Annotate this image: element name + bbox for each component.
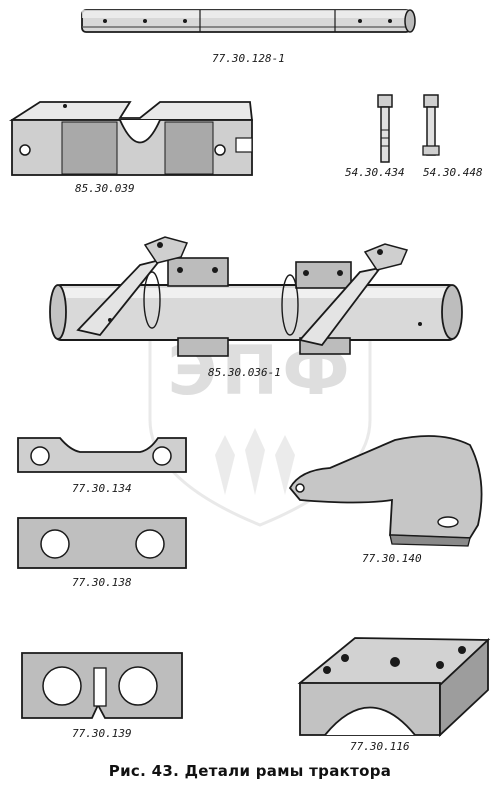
figure-caption: Рис. 43. Детали рамы трактора	[108, 762, 392, 780]
plate-c-part	[21, 652, 183, 719]
bracket-label: 77.30.140	[362, 552, 422, 565]
plate-a-label: 77.30.134	[72, 482, 132, 495]
clamp-block-label: 85.30.039	[75, 182, 135, 195]
rod-part	[81, 9, 416, 33]
plate-b-label: 77.30.138	[72, 576, 132, 589]
saddle-block-part	[297, 637, 491, 738]
plate-b-part	[17, 517, 187, 569]
saddle-block-label: 77.30.116	[350, 740, 410, 753]
clamp-block-part	[8, 101, 254, 176]
plate-c-label: 77.30.139	[72, 727, 132, 740]
bolt-a-label: 54.30.434	[345, 166, 405, 179]
bolt-a-part	[377, 94, 393, 163]
rod-label: 77.30.128-1	[212, 52, 285, 65]
bracket-part	[288, 435, 483, 547]
frame-assembly-label: 85.30.036-1	[208, 366, 281, 379]
plate-a-part	[17, 437, 187, 473]
frame-assembly-part	[49, 236, 463, 357]
bolt-b-label: 54.30.448	[423, 166, 483, 179]
bolt-b-part	[422, 94, 440, 156]
